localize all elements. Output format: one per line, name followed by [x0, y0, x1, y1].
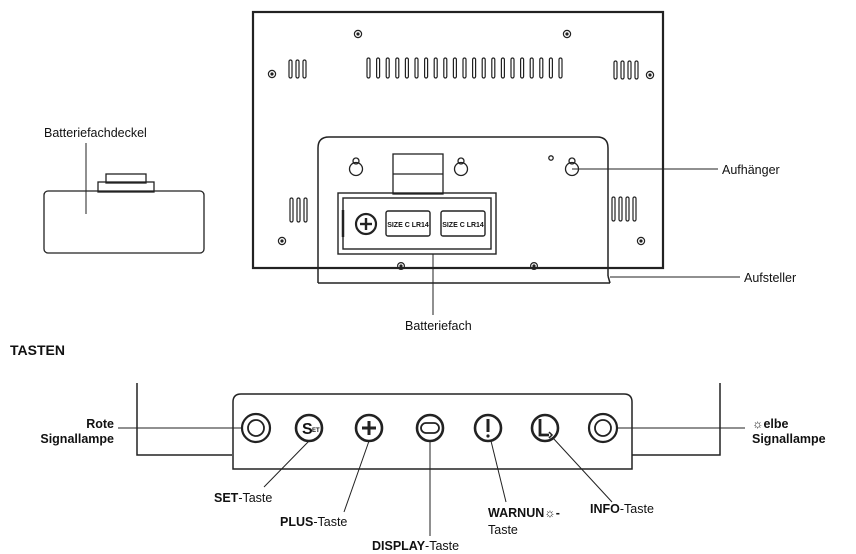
vent-slot [634, 60, 639, 80]
battery-cover-label: Batteriefachdeckel [44, 126, 147, 140]
screw-icon [267, 69, 277, 79]
keyhole-icon [453, 157, 469, 177]
screw-icon [353, 29, 363, 39]
button-panel [136, 383, 721, 470]
vent-slots-right-bottom [611, 196, 637, 222]
vent-slot [472, 57, 477, 79]
warning-button-label-line2: Taste [488, 523, 518, 537]
plus-button-label: PLUS-Taste [280, 515, 347, 529]
plus-button[interactable] [354, 413, 384, 443]
battery-compartment-label: Batteriefach [405, 319, 472, 333]
vent-slot [288, 59, 293, 79]
vent-slots-top [366, 57, 563, 79]
red-lamp-label-line2: Signallampe [40, 432, 114, 446]
set-button-glyph-small: ET [312, 428, 320, 434]
battery-cover-drawing [43, 173, 205, 254]
battery-cell-label: SIZE C LR14 [442, 222, 484, 229]
battery-cell-label: SIZE C LR14 [387, 222, 429, 229]
yellow-lamp-label-line2: Signallampe [752, 432, 826, 446]
stand-frame [317, 136, 611, 284]
battery-compartment-drawing [337, 192, 497, 255]
vent-slot [385, 57, 390, 79]
vent-slot [491, 57, 496, 79]
screw-icon [277, 236, 287, 246]
vent-slots-left-bottom [289, 197, 308, 223]
plus-icon [354, 212, 378, 236]
vent-slot [558, 57, 563, 79]
screw-icon [562, 29, 572, 39]
red-lamp-label-line1: Rote [86, 417, 114, 431]
info-l-icon [538, 419, 549, 437]
vent-slot [414, 57, 419, 79]
screw-icon [636, 236, 646, 246]
red-signal-lamp-icon [240, 412, 272, 444]
display-button-label: DISPLAY-Taste [372, 539, 459, 553]
vent-slot [452, 57, 457, 79]
screw-icon [397, 262, 406, 271]
info-button[interactable] [530, 413, 560, 443]
vent-slot [548, 57, 554, 79]
vent-slot [443, 57, 448, 79]
keyhole-icon [564, 157, 580, 177]
buttons-heading: TASTEN [10, 342, 65, 358]
keyhole-icon [348, 157, 364, 177]
vent-slot [424, 57, 429, 79]
info-button-label: INFO-Taste [590, 502, 654, 516]
set-button-glyph: S [302, 421, 313, 438]
hanger-label: Aufhänger [722, 163, 780, 177]
vent-slot [433, 57, 438, 79]
screw-icon-group [397, 262, 538, 271]
vent-slot [295, 59, 300, 79]
vent-slot [395, 57, 400, 79]
vent-slot [611, 196, 616, 222]
vent-slot [296, 197, 301, 223]
button-leaders [263, 437, 613, 536]
vent-slot [510, 57, 515, 79]
vent-slot [289, 197, 294, 223]
screw-icon [645, 70, 655, 80]
screw-icon [529, 262, 538, 271]
vent-slot [620, 60, 625, 80]
set-button[interactable]: S ET [294, 413, 324, 443]
vent-slot [627, 60, 632, 80]
vent-slot [500, 57, 505, 79]
display-button[interactable] [415, 413, 445, 443]
vent-slot [366, 57, 371, 79]
vent-slot [539, 57, 544, 79]
vent-slot [519, 57, 525, 79]
vent-slot [376, 57, 381, 79]
vent-slot [613, 60, 618, 80]
vent-slot [302, 59, 307, 79]
vent-slot [632, 196, 637, 222]
vent-slot [529, 57, 534, 79]
vent-slot [618, 196, 623, 222]
hanger-keyhole-icon-group [348, 155, 580, 177]
screw-icon-group [267, 29, 655, 246]
vent-slots-right-top [613, 60, 639, 80]
exclamation-icon [486, 434, 490, 438]
vent-slot [462, 57, 467, 79]
warning-button-label-line1: WARNUN☼- [488, 506, 560, 520]
device-back-housing [251, 10, 665, 270]
vent-slot [404, 57, 409, 79]
yellow-lamp-label-line1: ☼elbe [752, 417, 789, 431]
battery-clip [392, 153, 444, 195]
vent-slot [625, 196, 630, 222]
stand-label: Aufsteller [744, 271, 796, 285]
vent-slots-left-top [288, 59, 307, 79]
set-button-label: SET-Taste [214, 491, 272, 505]
yellow-signal-lamp-icon [587, 412, 619, 444]
vent-slot [481, 57, 486, 79]
warning-button[interactable] [473, 413, 503, 443]
vent-slot [303, 197, 308, 223]
